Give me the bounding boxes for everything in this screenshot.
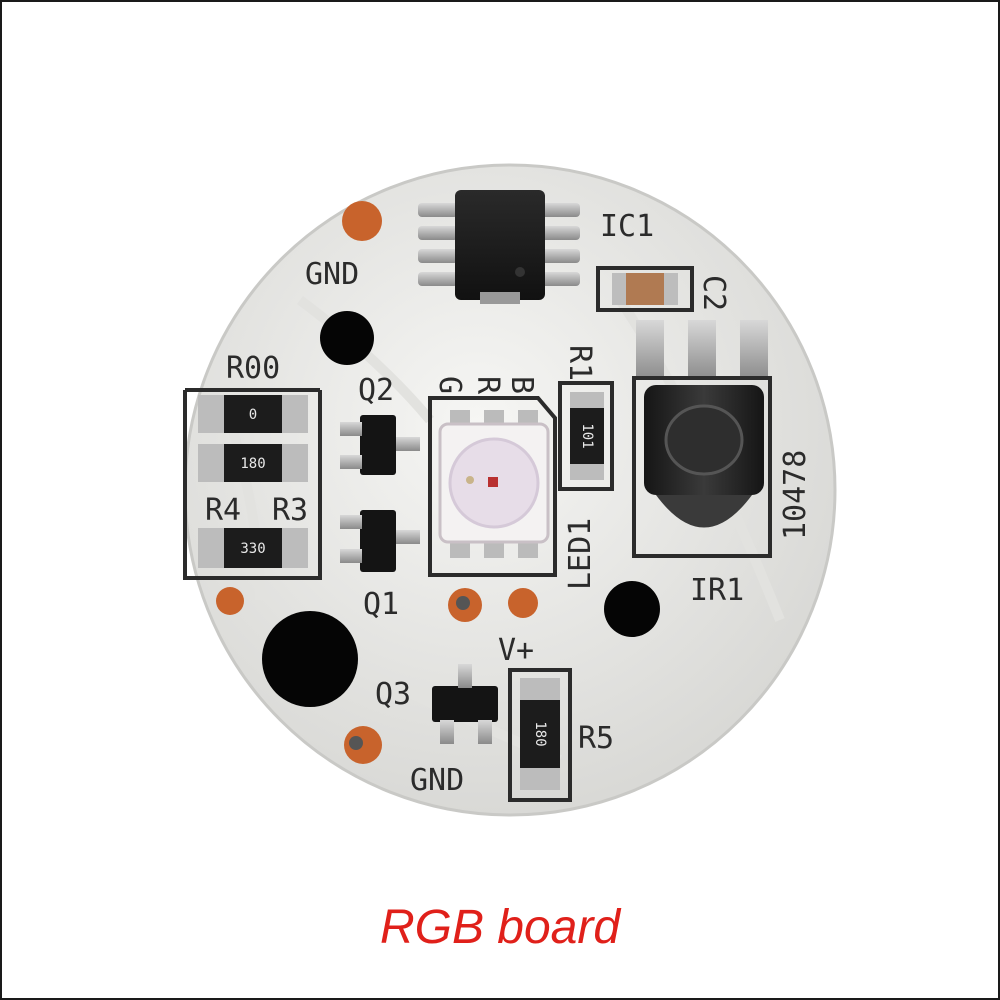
label-v-plus: V+ — [498, 633, 534, 668]
caption: RGB board — [379, 901, 621, 954]
marking-res-330: 330 — [240, 541, 265, 557]
solder-joint — [349, 736, 363, 750]
label-q1: Q1 — [363, 587, 399, 622]
label-gnd-top: GND — [305, 257, 359, 292]
q2-transistor — [340, 415, 420, 475]
r1-resistor — [558, 381, 614, 491]
label-r3: R3 — [272, 493, 308, 528]
marking-res-101: 101 — [579, 423, 595, 448]
label-g: G — [432, 376, 467, 394]
ic1-chip — [418, 190, 580, 304]
q3-transistor — [432, 664, 498, 744]
label-ir1: IR1 — [690, 573, 744, 608]
label-r00: R00 — [226, 351, 280, 386]
label-q3: Q3 — [375, 677, 411, 712]
label-ic1: IC1 — [600, 209, 654, 244]
label-r4: R4 — [205, 493, 241, 528]
marking-res-180b: 180 — [532, 721, 548, 746]
r5-resistor — [508, 668, 572, 802]
q1-transistor — [340, 510, 420, 572]
c2-capacitor — [596, 266, 694, 312]
label-r: R — [470, 376, 505, 395]
component-markings: 0 180 330 101 180 — [240, 407, 595, 747]
ir1-receiver — [632, 320, 772, 558]
resistor-stack — [183, 388, 322, 580]
marking-res-180: 180 — [240, 456, 265, 472]
label-c2: C2 — [696, 275, 731, 311]
marking-res-0: 0 — [249, 407, 257, 423]
label-r5: R5 — [578, 721, 614, 756]
label-gnd-bottom: GND — [410, 763, 464, 798]
label-b: B — [504, 376, 539, 394]
rgb-led — [428, 396, 557, 577]
mounting-holes — [262, 311, 660, 707]
silkscreen: IC1 C2 R1 GND R00 Q2 R4 R3 Q1 V+ Q3 R5 G… — [205, 209, 813, 798]
label-code: 10478 — [778, 450, 813, 540]
label-r1: R1 — [562, 345, 597, 381]
label-led1: LED1 — [563, 518, 598, 590]
label-q2: Q2 — [358, 373, 394, 408]
solder-joint — [456, 596, 470, 610]
